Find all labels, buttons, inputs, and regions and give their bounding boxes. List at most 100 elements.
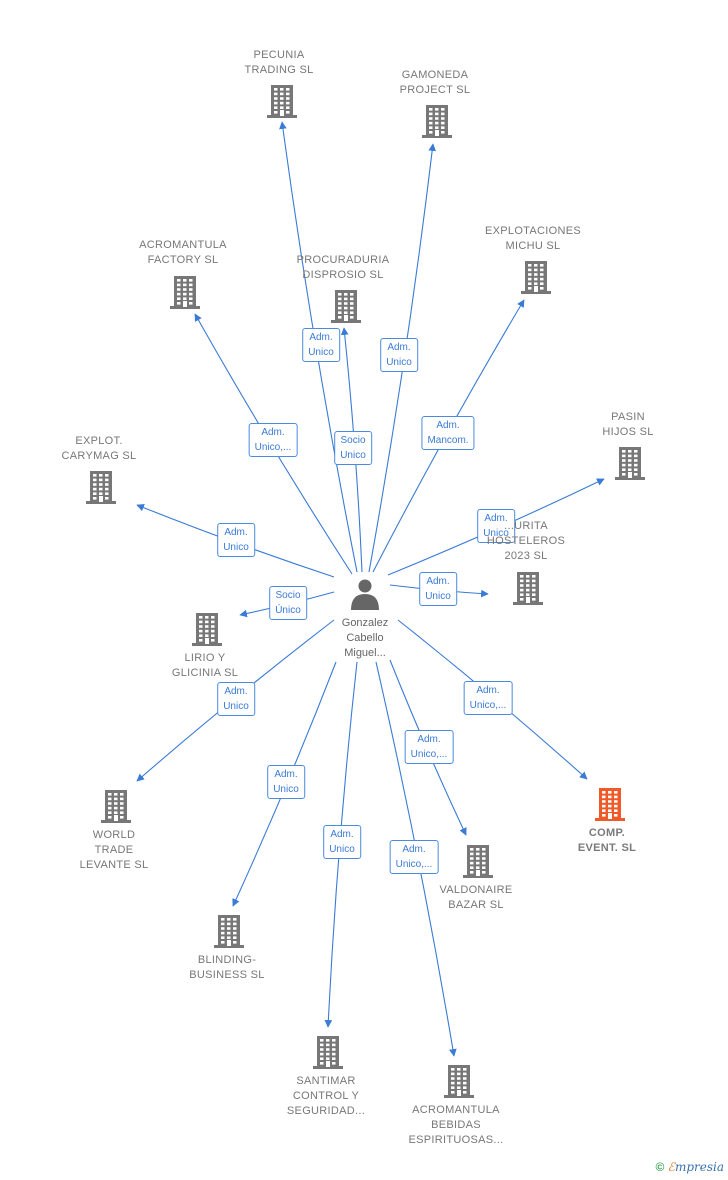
relation-label-line: Unico	[483, 528, 509, 539]
relation-label-line: Adm.	[436, 420, 460, 431]
company-name-line: HOSTELEROS	[486, 535, 566, 547]
company-name-comp-event[interactable]: COMP.EVENT. SL	[578, 826, 636, 856]
building-icon-valdonaire[interactable]	[463, 845, 493, 878]
relation-label-line: Socio	[275, 590, 301, 601]
building-icon-world-trade[interactable]	[101, 790, 131, 823]
relation-label-pasin[interactable]: Adm. Unico	[477, 509, 515, 543]
relation-label-santimar[interactable]: Adm. Unico	[323, 825, 361, 859]
building-icon-explotaciones-michu[interactable]	[521, 261, 551, 294]
relation-label-line: Unico	[340, 450, 366, 461]
relation-label-line: Único	[275, 605, 301, 616]
relation-label-explotaciones-michu[interactable]: Adm. Mancom.	[421, 416, 475, 450]
building-icon-procuraduria[interactable]	[331, 290, 361, 323]
relation-label-line: Adm.	[476, 685, 500, 696]
relation-label-line: Adm.	[224, 527, 248, 538]
company-name-line: MICHU SL	[505, 240, 561, 252]
relation-label-line: Unico,...	[469, 700, 507, 711]
relation-label-line: Adm.	[417, 734, 441, 745]
building-icon-seguridad-hosteleros[interactable]	[513, 572, 543, 605]
footer-brand: © ℰmpresia	[655, 1160, 724, 1174]
relation-label-line: Adm.	[330, 829, 354, 840]
relation-label-acromantula-factory[interactable]: Adm. Unico,...	[248, 423, 298, 457]
relation-label-line: Unico	[223, 542, 249, 553]
company-name-line: FACTORY SL	[147, 254, 219, 266]
relation-label-line: Adm.	[387, 342, 411, 353]
relation-label-line: Unico	[329, 844, 355, 855]
company-name-line: BAZAR SL	[448, 899, 504, 911]
relation-label-blinding[interactable]: Adm. Unico	[267, 765, 305, 799]
company-name-line: GLICINIA SL	[171, 667, 239, 679]
relation-label-line: Adm.	[261, 427, 285, 438]
relation-label-comp-event[interactable]: Adm. Unico,...	[463, 681, 513, 715]
brand-logo-initial: ℰ	[667, 1160, 675, 1174]
company-name-valdonaire[interactable]: VALDONAIRE BAZAR SL	[439, 883, 512, 913]
company-name-lirio[interactable]: LIRIO Y GLICINIA SL	[172, 651, 238, 681]
brand-logo-text: mpresia	[674, 1160, 724, 1174]
company-name-line: WORLD	[92, 829, 136, 841]
relation-label-acromantula-bebidas[interactable]: Adm. Unico,...	[389, 840, 439, 874]
building-icon-gamoneda[interactable]	[422, 105, 452, 138]
relation-label-line: Unico,...	[254, 442, 292, 453]
company-name-line: TRADING SL	[244, 64, 314, 76]
relation-label-line: Adm.	[309, 332, 333, 343]
company-name-blinding[interactable]: BLINDING-BUSINESS SL	[189, 953, 264, 983]
relation-label-pecunia[interactable]: Adm. Unico	[302, 328, 340, 362]
person-icon[interactable]	[351, 579, 379, 611]
company-name-line: SEGURIDAD...	[286, 1105, 366, 1117]
relation-label-line: Adm.	[484, 513, 508, 524]
building-icon-lirio[interactable]	[192, 613, 222, 646]
relation-label-line: Adm.	[274, 769, 298, 780]
company-name-line: BEBIDAS	[431, 1119, 481, 1131]
company-name-line: ...URITA	[504, 520, 548, 532]
company-name-line: VALDONAIRE	[439, 884, 513, 896]
company-name-line: LIRIO Y	[184, 652, 226, 664]
relation-label-line: Unico	[308, 347, 334, 358]
relation-label-gamoneda[interactable]: Adm. Unico	[380, 338, 418, 372]
relation-label-line: Socio	[340, 435, 366, 446]
company-name-line: CARYMAG SL	[61, 450, 137, 462]
relation-label-line: Unico,...	[410, 749, 448, 760]
building-icon-pasin[interactable]	[615, 447, 645, 480]
building-icon-acromantula-factory[interactable]	[170, 276, 200, 309]
relation-label-line: Unico	[223, 701, 249, 712]
person-name-line: Cabello	[346, 632, 384, 644]
company-name-line: SANTIMAR	[296, 1075, 356, 1087]
relation-label-line: Unico,...	[395, 859, 433, 870]
company-name-line: LEVANTE SL	[79, 859, 149, 871]
relation-label-line: Adm.	[402, 844, 426, 855]
building-icon-explot-carymag[interactable]	[86, 471, 116, 504]
relation-label-line: Mancom.	[427, 435, 469, 446]
building-icon-blinding[interactable]	[214, 915, 244, 948]
company-name-explot-carymag[interactable]: EXPLOT.CARYMAG SL	[62, 434, 137, 464]
building-icon-santimar[interactable]	[313, 1036, 343, 1069]
company-name-line: BLINDING-	[197, 954, 257, 966]
relation-label-world-trade[interactable]: Adm.Unico	[217, 682, 255, 716]
relation-label-valdonaire[interactable]: Adm. Unico,...	[404, 730, 454, 764]
company-name-line: PASIN	[611, 411, 645, 423]
building-icon-acromantula-bebidas[interactable]	[444, 1065, 474, 1098]
relation-label-explot-carymag[interactable]: Adm. Unico	[217, 523, 255, 557]
relation-label-line: Unico	[273, 784, 299, 795]
relation-label-line: Unico	[386, 357, 412, 368]
building-icon-comp-event[interactable]	[595, 788, 625, 821]
building-icon-pecunia[interactable]	[267, 85, 297, 118]
company-name-line: PROCURADURIA	[296, 254, 390, 266]
company-name-line: PROJECT SL	[399, 84, 471, 96]
copyright-icon: ©	[655, 1160, 665, 1174]
relation-label-seguridad-hosteleros[interactable]: Adm.Unico	[419, 572, 457, 606]
company-name-line: EVENT. SL	[577, 842, 637, 854]
